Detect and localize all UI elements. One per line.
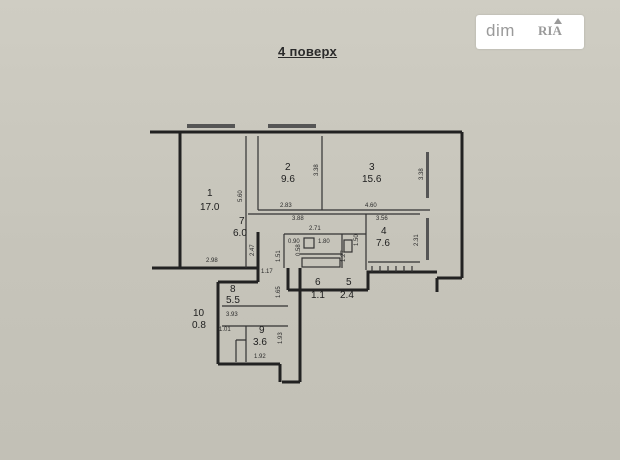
dimension-label: 0.90 — [288, 239, 300, 245]
room-area-8: 5.5 — [226, 295, 240, 306]
room-area-5: 2.4 — [340, 290, 354, 301]
dimension-label: 4.60 — [365, 203, 377, 209]
room-number-4: 4 — [381, 226, 387, 237]
bathtub — [301, 257, 341, 268]
room-number-6: 6 — [315, 277, 321, 288]
dimension-label: 2.71 — [309, 226, 321, 232]
dimension-label: 2.98 — [206, 258, 218, 264]
room-area-6: 1.1 — [311, 290, 325, 301]
dimension-label: 2.47 — [250, 244, 256, 256]
ria-logo-icon — [554, 18, 562, 24]
exterior-wall — [150, 130, 464, 384]
dimension-label: 1.50 — [354, 234, 360, 246]
kitchen-counter — [368, 261, 420, 272]
dimension-label: 5.60 — [238, 190, 244, 202]
room-number-1: 1 — [207, 188, 213, 199]
room-area-4: 7.6 — [376, 238, 390, 249]
room-area-2: 9.6 — [281, 174, 295, 185]
room-area-1: 17.0 — [200, 202, 220, 213]
dimension-label: 1.80 — [318, 239, 330, 245]
room-number-7: 7 — [239, 216, 245, 227]
sink — [303, 237, 315, 249]
dimension-label: 1.01 — [219, 327, 231, 333]
dimension-label: 0.58 — [296, 244, 302, 256]
dimension-label: 1.65 — [276, 286, 282, 298]
room-number-8: 8 — [230, 284, 236, 295]
floor-title: 4 поверх — [278, 44, 338, 59]
window-mark — [426, 152, 429, 198]
interior-wall — [222, 136, 430, 362]
room-number-9: 9 — [259, 325, 265, 336]
dimension-label: 3.88 — [292, 216, 304, 222]
dimension-label: 1.93 — [278, 332, 284, 344]
dimension-label: 3.93 — [226, 312, 238, 318]
dim-ria-watermark: dim RIA — [476, 15, 584, 49]
room-area-7: 6.0 — [233, 228, 247, 239]
dimension-label: 3.38 — [314, 164, 320, 176]
watermark-brand-text: dim — [486, 21, 515, 40]
dimension-label: 1.17 — [261, 269, 273, 275]
room-area-9: 3.6 — [253, 337, 267, 348]
room-number-2: 2 — [285, 162, 291, 173]
dimension-label: 1.27 — [341, 250, 347, 262]
window-mark — [187, 124, 235, 128]
room-number-3: 3 — [369, 162, 375, 173]
window-mark — [426, 218, 429, 260]
toilet — [343, 239, 353, 253]
dimension-label: 2.83 — [280, 203, 292, 209]
dimension-label: 1.51 — [276, 250, 282, 262]
room-number-10: 10 — [193, 308, 205, 319]
dimension-label: 3.56 — [376, 216, 388, 222]
room-number-5: 5 — [346, 277, 352, 288]
watermark-logo-text: RIA — [538, 23, 562, 38]
dimension-label: 2.31 — [414, 234, 420, 246]
window-mark — [268, 124, 316, 128]
dimension-label: 3.38 — [419, 168, 425, 180]
dimension-label: 1.92 — [254, 354, 266, 360]
room-area-3: 15.6 — [362, 174, 382, 185]
room-area-10: 0.8 — [192, 320, 206, 331]
